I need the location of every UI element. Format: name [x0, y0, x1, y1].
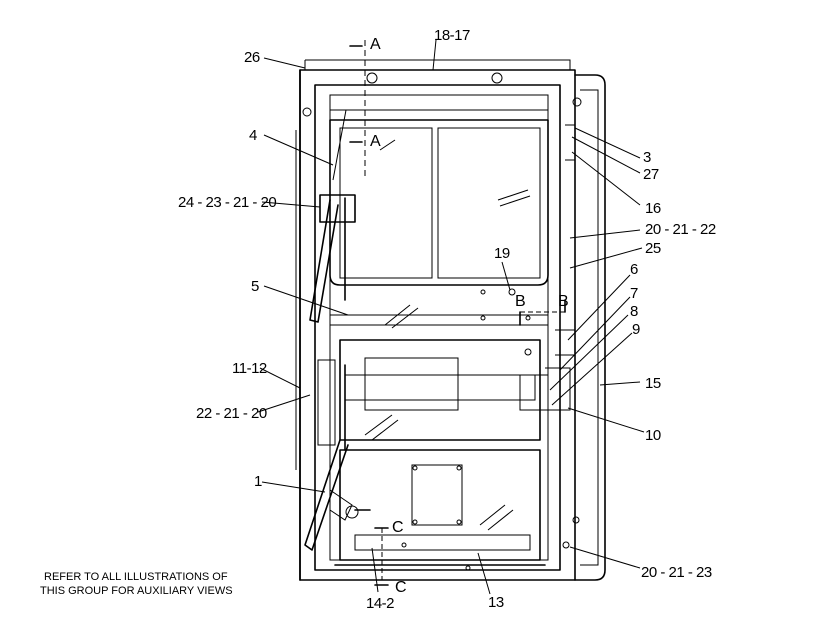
callout-4: 4: [249, 127, 257, 144]
callout-10: 10: [645, 427, 661, 444]
latch-rods: [304, 109, 576, 551]
callout-8: 8: [630, 303, 638, 320]
section-b-right: B: [558, 293, 569, 310]
callout-1: 1: [254, 473, 262, 490]
bottom-panel: [334, 449, 570, 571]
section-letters: A A B B C C: [370, 36, 569, 596]
note-line-1: REFER TO ALL ILLUSTRATIONS OF: [44, 571, 228, 583]
section-a-mid: A: [370, 133, 381, 150]
callout-11-12: 11-12: [232, 360, 267, 377]
callout-24-23-21-20: 24 - 23 - 21 - 20: [178, 194, 276, 211]
section-c-bottom: C: [395, 579, 407, 596]
leader-lines: [257, 39, 645, 595]
note-line-2: THIS GROUP FOR AUXILIARY VIEWS: [40, 585, 233, 597]
callout-25: 25: [645, 240, 661, 257]
upper-window: [329, 109, 549, 326]
callout-13: 13: [488, 594, 504, 611]
callout-15: 15: [645, 375, 661, 392]
callout-5: 5: [251, 278, 259, 295]
callout-labels: 26 18-17 4 24 - 23 - 21 - 20 5 11-12 22 …: [178, 27, 716, 612]
callout-6: 6: [630, 261, 638, 278]
callout-9: 9: [632, 321, 640, 338]
section-c-top: C: [392, 519, 404, 536]
reference-note: REFER TO ALL ILLUSTRATIONS OF THIS GROUP…: [40, 571, 233, 597]
callout-27: 27: [643, 166, 659, 183]
callout-16: 16: [645, 200, 661, 217]
callout-19: 19: [494, 245, 510, 262]
callout-7: 7: [630, 285, 638, 302]
callout-26: 26: [244, 49, 260, 66]
callout-20-21-22: 20 - 21 - 22: [645, 221, 716, 238]
callout-20-21-23: 20 - 21 - 23: [641, 564, 712, 581]
right-side-panel: [572, 74, 606, 581]
section-cut-marks: [349, 40, 566, 586]
callout-18-17: 18-17: [434, 27, 470, 44]
callout-3: 3: [643, 149, 651, 166]
callout-14-2: 14-2: [366, 595, 394, 612]
section-b-left: B: [515, 293, 526, 310]
callout-22-21-20: 22 - 21 - 20: [196, 405, 267, 422]
section-a-top: A: [370, 36, 381, 53]
